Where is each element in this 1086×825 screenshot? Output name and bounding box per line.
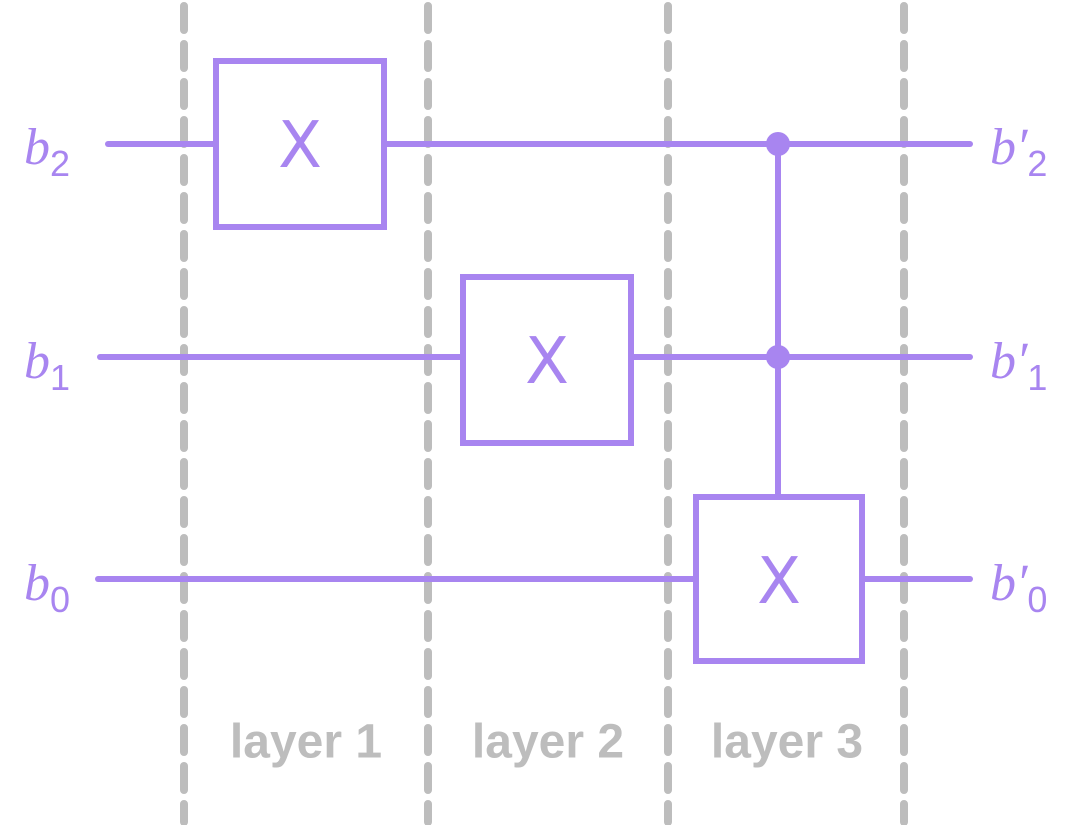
layer-label-3: layer 3 xyxy=(711,716,863,769)
gate-box xyxy=(460,274,634,446)
gate-x-layer-2: X xyxy=(460,274,634,446)
layer-label-2: layer 2 xyxy=(472,716,624,769)
input-label-b1: b1 xyxy=(24,333,70,398)
output-label-b2: b′2 xyxy=(990,119,1047,184)
gate-box xyxy=(693,494,865,664)
input-label-b0: b0 xyxy=(24,555,70,620)
control-dot-b2 xyxy=(766,132,790,156)
gate-x-layer-3: X xyxy=(693,494,865,664)
output-label-b1: b′1 xyxy=(990,333,1047,398)
gate-box xyxy=(213,58,387,230)
output-label-b0: b′0 xyxy=(990,555,1047,620)
gate-x-layer-1: X xyxy=(213,58,387,230)
layer-label-1: layer 1 xyxy=(230,716,382,769)
input-label-b2: b2 xyxy=(24,119,70,184)
gate-label: X xyxy=(757,545,801,619)
gate-label: X xyxy=(278,109,322,183)
gate-label: X xyxy=(525,325,569,399)
control-dot-b1 xyxy=(766,345,790,369)
